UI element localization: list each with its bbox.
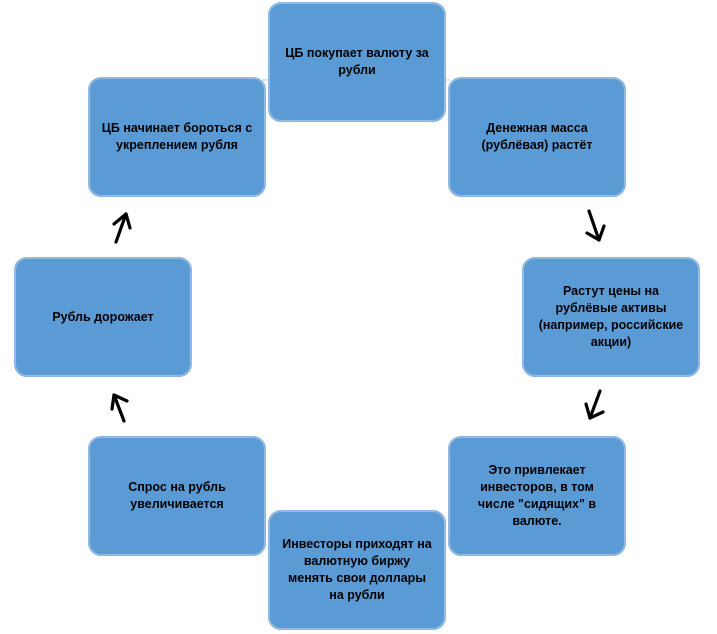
node-ruble-appreciates-text: Рубль дорожает: [52, 309, 154, 324]
node-demand-rises-text: Спрос на рубль увеличивается: [128, 480, 226, 511]
node-money-supply-text: Денежная масса (рублёвая) растёт: [481, 121, 593, 152]
node-ruble-appreciates: Рубль дорожает: [14, 257, 192, 377]
arrow-assets-to-investors: [584, 389, 605, 420]
node-cb-buys: ЦБ покупает валюту за рубли: [268, 2, 446, 122]
node-demand-rises: Спрос на рубль увеличивается: [88, 436, 266, 556]
node-cb-fights-text: ЦБ начинает бороться с укреплением рубля: [101, 121, 253, 152]
node-cb-fights: ЦБ начинает бороться с укреплением рубля: [88, 77, 266, 197]
node-investors-exchange-text: Инвесторы приходят на валютную биржу мен…: [282, 537, 432, 602]
node-money-supply: Денежная масса (рублёвая) растёт: [448, 77, 626, 197]
node-attracts-investors: Это привлекает инвесторов, в том числе "…: [448, 436, 626, 556]
node-asset-prices-text: Растут цены на рублёвые активы (например…: [538, 284, 684, 349]
node-asset-prices: Растут цены на рублёвые активы (например…: [522, 257, 700, 377]
arrow-demand-to-ruble: [110, 393, 129, 423]
arrow-money-to-assets: [585, 209, 606, 242]
node-cb-buys-text: ЦБ покупает валюту за рубли: [285, 46, 429, 77]
node-investors-exchange: Инвесторы приходят на валютную биржу мен…: [268, 510, 446, 630]
arrow-ruble-to-cb: [112, 212, 132, 244]
node-attracts-investors-text: Это привлекает инвесторов, в том числе "…: [477, 463, 597, 528]
